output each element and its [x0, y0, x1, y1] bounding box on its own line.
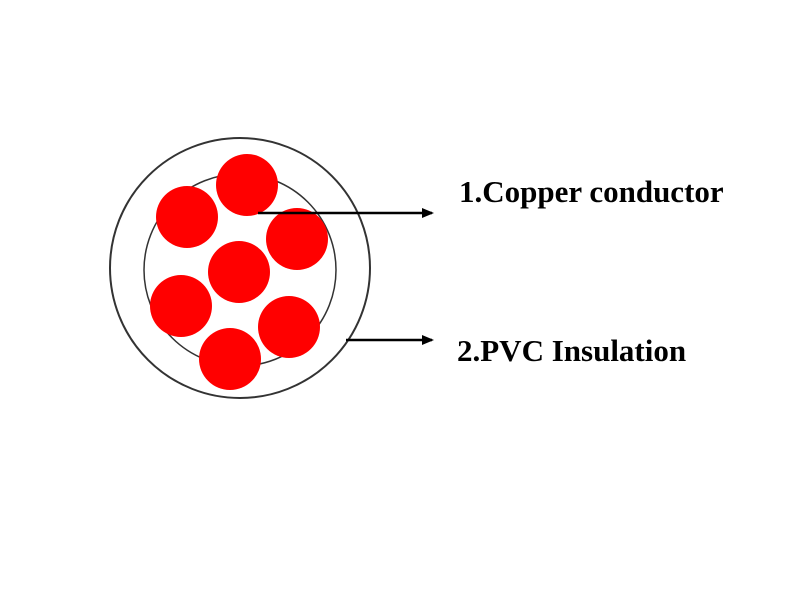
insulation-label: 2.PVC Insulation: [457, 333, 687, 368]
conductor-label: 1.Copper conductor: [459, 174, 724, 209]
copper-strand-top: [216, 154, 278, 216]
copper-strand-upper-right: [266, 208, 328, 270]
insulation-outer-circle: [109, 137, 371, 399]
copper-strand-lower-right: [258, 296, 320, 358]
copper-strand-bottom: [199, 328, 261, 390]
copper-strand-lower-left: [150, 275, 212, 337]
copper-strand-center: [208, 241, 270, 303]
copper-strands: [150, 154, 328, 390]
copper-strand-upper-left: [156, 186, 218, 248]
